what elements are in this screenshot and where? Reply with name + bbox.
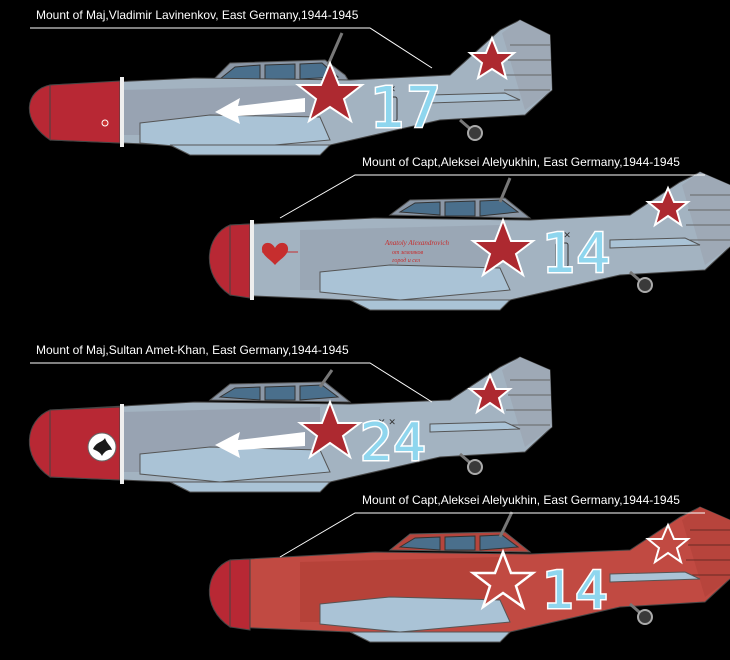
red-star-icon xyxy=(295,60,365,124)
red-star-icon xyxy=(297,399,363,460)
heart-icon xyxy=(261,242,289,265)
tail-number-4: 14 xyxy=(542,561,608,621)
red-star-icon xyxy=(645,185,691,228)
tail-number-1: 17 xyxy=(370,76,441,141)
svg-text:✕ ✕: ✕ ✕ xyxy=(553,231,571,241)
white-arrow-icon xyxy=(215,98,305,124)
tail-number-2: 14 xyxy=(542,222,611,285)
red-star-icon xyxy=(470,217,536,278)
tail-number-3: 24 xyxy=(360,413,426,473)
red-star-icon xyxy=(467,372,513,415)
svg-text:✕ ✕: ✕ ✕ xyxy=(378,85,396,95)
white-arrow-icon xyxy=(215,432,305,458)
caption-3: Mount of Maj,Sultan Amet-Khan, East Germ… xyxy=(36,343,349,357)
caption-1: Mount of Maj,Vladimir Lavinenkov, East G… xyxy=(36,8,359,22)
svg-text:город и сел: город и сел xyxy=(392,257,420,264)
white-star-icon xyxy=(645,522,691,565)
caption-4: Mount of Capt,Aleksei Alelyukhin, East G… xyxy=(362,493,680,507)
eagle-emblem-icon xyxy=(87,432,117,462)
red-star-icon xyxy=(467,35,517,81)
svg-text:Anatoly Alexandrovich: Anatoly Alexandrovich xyxy=(384,239,449,247)
svg-text:от земляков: от земляков xyxy=(392,250,424,256)
caption-2: Mount of Capt,Aleksei Alelyukhin, East G… xyxy=(362,155,680,169)
white-star-icon xyxy=(469,548,537,611)
svg-text:✕ ✕: ✕ ✕ xyxy=(378,418,396,428)
